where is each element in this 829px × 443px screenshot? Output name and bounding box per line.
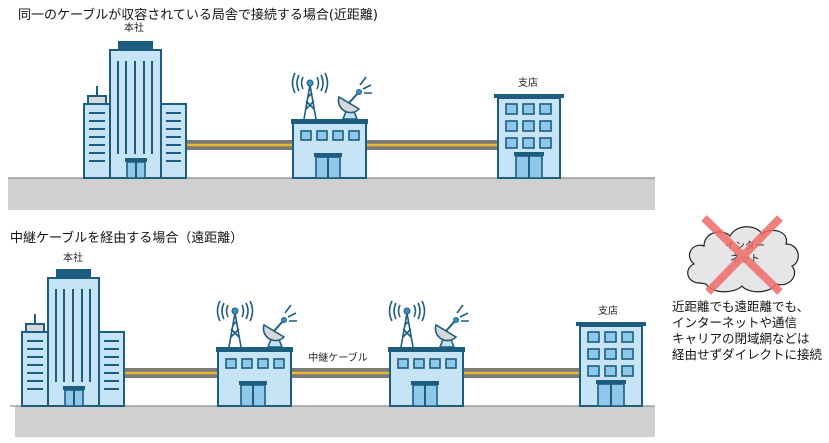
fiber-cable <box>124 368 580 378</box>
hq-building-icon <box>21 268 125 407</box>
telecom-station-icon <box>215 300 298 407</box>
fiber-cable <box>186 140 498 150</box>
hq-building-icon <box>83 40 187 179</box>
scenario-far: 中継ケーブルを経由する場合（遠距離） 中継ケーブル 本社 支店 <box>10 230 655 437</box>
relay-cable-label: 中継ケーブル <box>308 351 367 364</box>
telecom-station-icon <box>387 300 470 407</box>
branch-building-icon <box>493 93 565 179</box>
ground <box>8 178 655 210</box>
internet-cloud: インター ネット <box>687 215 799 295</box>
cross-mark-icon <box>701 215 783 295</box>
branch-label: 支店 <box>598 304 618 317</box>
direct-connection-note: 近距離でも遠距離でも、 インターネットや通信 キャリアの閉域網などは 経由せずダ… <box>672 299 823 362</box>
telecom-station-icon <box>290 72 373 179</box>
note-line: キャリアの閉域網などは <box>672 331 810 346</box>
scenario-far-title: 中継ケーブルを経由する場合（遠距離） <box>10 230 243 246</box>
note-line: 近距離でも遠距離でも、 <box>672 299 809 314</box>
hq-label: 本社 <box>63 251 83 264</box>
ground <box>15 406 655 437</box>
branch-label: 支店 <box>518 76 538 89</box>
note-line: インターネットや通信 <box>672 315 797 330</box>
note-line: 経由せずダイレクトに接続 <box>672 347 823 362</box>
scenario-near-title: 同一のケーブルが収容されている局舎で接続する場合(近距離) <box>18 7 378 23</box>
hq-label: 本社 <box>124 21 144 34</box>
branch-building-icon <box>575 321 647 407</box>
scenario-near: 同一のケーブルが収容されている局舎で接続する場合(近距離) 本社 支店 <box>8 7 655 210</box>
